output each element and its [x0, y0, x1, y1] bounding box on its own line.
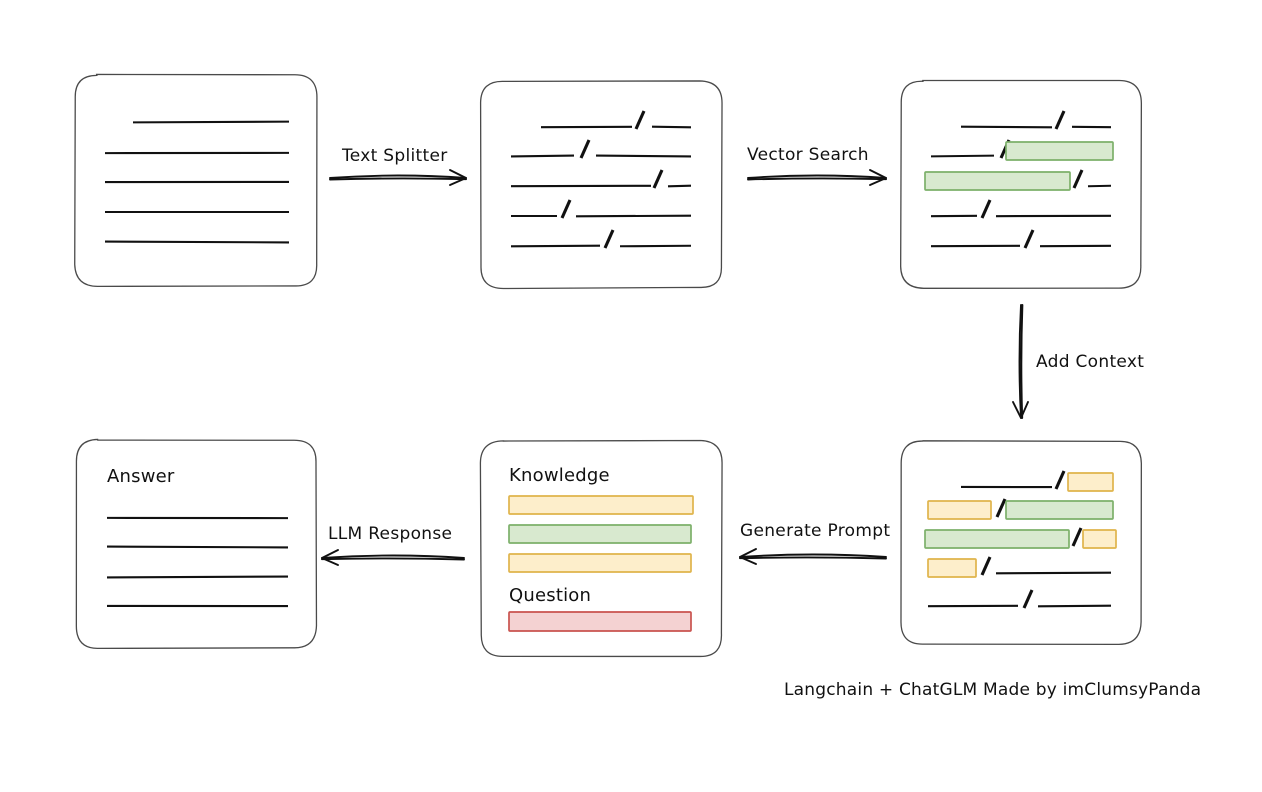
separator-slash: [634, 110, 646, 130]
text-rule: [960, 125, 1053, 129]
text-rule: [1087, 184, 1112, 188]
text-rule: [106, 575, 289, 579]
text-rule: [995, 571, 1112, 575]
context-chunk-highlight: [1067, 472, 1114, 492]
edge-label-llm-response: LLM Response: [328, 524, 453, 544]
separator-slash: [603, 229, 615, 249]
edge-text-splitter: [329, 169, 467, 186]
separator-slash: [1022, 589, 1034, 609]
separator-slash: [1054, 110, 1066, 130]
prompt-heading-question: Question: [509, 585, 592, 606]
arrowhead-icon: [739, 548, 757, 565]
edge-line: [1018, 304, 1022, 419]
text-rule: [132, 120, 290, 124]
separator-slash: [560, 199, 572, 219]
footer-credit: Langchain + ChatGLM Made by imClumsyPand…: [784, 680, 1202, 700]
node-answer: [75, 438, 318, 650]
text-rule: [575, 214, 692, 218]
edge-line: [747, 174, 887, 179]
edge-generate-prompt: [739, 548, 887, 565]
text-rule: [651, 125, 692, 129]
text-rule: [595, 154, 692, 158]
matched-chunk-highlight: [1005, 141, 1114, 161]
knowledge-bar: [508, 524, 692, 544]
text-rule: [930, 154, 995, 158]
matched-chunk-highlight: [924, 171, 1071, 191]
text-rule: [667, 184, 692, 188]
edge-label-text-splitter: Text Splitter: [342, 146, 448, 166]
text-rule: [510, 154, 575, 158]
separator-slash: [1071, 527, 1083, 547]
separator-slash: [1072, 169, 1084, 189]
text-rule: [1037, 604, 1112, 608]
text-rule: [619, 244, 692, 248]
edge-line-2: [747, 177, 887, 181]
edge-line-2: [739, 556, 887, 560]
text-rule: [106, 545, 289, 549]
separator-slash: [579, 139, 591, 159]
edge-line: [739, 553, 887, 558]
edge-line-2: [329, 177, 467, 181]
arrowhead-icon: [321, 549, 339, 566]
edge-line: [329, 174, 467, 179]
matched-chunk-highlight: [1005, 500, 1114, 520]
separator-slash: [995, 498, 1007, 518]
separator-slash: [980, 199, 992, 219]
node-prompt: [479, 439, 723, 658]
separator-slash: [980, 556, 992, 576]
edge-add-context: [1012, 304, 1029, 419]
edge-llm-response: [321, 549, 465, 566]
separator-slash: [1023, 229, 1035, 249]
edge-arrows: [321, 169, 1029, 566]
context-chunk-highlight: [927, 558, 977, 578]
node-source-document: [74, 73, 318, 288]
answer-heading-answer: Answer: [107, 466, 175, 487]
context-chunk-highlight: [927, 500, 992, 520]
separator-slash: [1054, 470, 1066, 490]
node-contents: [104, 110, 1117, 632]
text-rule: [510, 244, 601, 248]
context-chunk-highlight: [1082, 529, 1117, 549]
question-bar: [508, 611, 692, 632]
edge-label-vector-search: Vector Search: [747, 145, 869, 165]
text-rule: [104, 240, 290, 244]
knowledge-bar: [508, 553, 692, 573]
edge-line-2: [1020, 304, 1024, 419]
arrowhead-icon: [869, 169, 887, 186]
edge-line: [321, 554, 465, 559]
edge-vector-search: [747, 169, 887, 186]
matched-chunk-highlight: [924, 529, 1070, 549]
node-split-chunks: [479, 80, 723, 290]
separator-slash: [652, 169, 664, 189]
prompt-heading-knowledge: Knowledge: [509, 465, 610, 486]
arrowhead-icon: [449, 169, 467, 186]
arrowhead-icon: [1012, 401, 1029, 419]
edge-label-generate-prompt: Generate Prompt: [740, 521, 891, 541]
edge-label-add-context: Add Context: [1036, 352, 1145, 372]
knowledge-bar: [508, 495, 694, 515]
edge-line-2: [321, 557, 465, 561]
